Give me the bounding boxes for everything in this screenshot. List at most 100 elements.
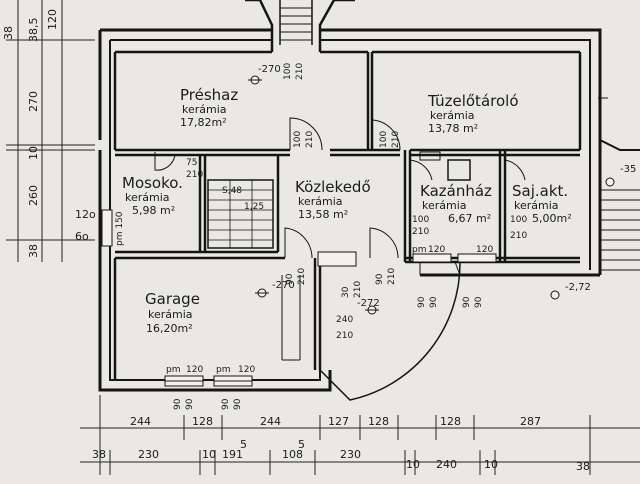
dim-top-3: 127: [328, 415, 349, 428]
mark-win-90b: 90: [185, 398, 195, 410]
mark-tuz-100: 100: [379, 131, 389, 148]
mark-right-90d: 90: [474, 296, 484, 308]
garage-opening: [281, 275, 301, 361]
dim-bottom-10: 10: [484, 458, 498, 471]
dim-top-6: 287: [520, 415, 541, 428]
stair-area: 1,25: [244, 202, 264, 212]
dim-left-10: 10: [27, 146, 40, 160]
level-markers: [248, 75, 615, 315]
dim-row-bottom: 38 230 10 191 5 108 5 230 10 240 10 38: [92, 438, 590, 473]
mark-tuz-210: 210: [391, 131, 401, 148]
dim-left-38b: 38: [27, 244, 40, 258]
left-dimension-lines: [6, 0, 95, 262]
mark-left-window: pm 150: [115, 211, 125, 246]
room-floor: kerámia: [298, 195, 343, 208]
room-floor: kerámia: [148, 308, 193, 321]
room-garage: Garage kerámia 16,20m²: [145, 290, 200, 335]
room-kazanhaz: Kazánház kerámia 6,67 m²: [420, 182, 492, 225]
mark-corr-30: 30: [341, 286, 351, 298]
room-name: Kazánház: [420, 182, 492, 200]
mark-win-120b: 120: [238, 365, 255, 375]
room-area: 6,67 m²: [448, 212, 491, 225]
mark-right-90b: 90: [429, 296, 439, 308]
mark-right-90c: 90: [462, 296, 472, 308]
mark-win-90c: 90: [221, 398, 231, 410]
mark-corr-210c: 210: [387, 268, 397, 285]
dim-top-1: 128: [192, 415, 213, 428]
mark-gate-210: 210: [336, 331, 353, 341]
mark-saj-210: 210: [510, 231, 527, 241]
dim-bottom-11: 38: [576, 460, 590, 473]
mark-pm-120a: 120: [428, 245, 445, 255]
room-floor: kerámia: [514, 199, 559, 212]
mark-win-120a: 120: [186, 365, 203, 375]
room-name: Közlekedő: [295, 178, 371, 196]
mark-win-90d: 90: [233, 398, 243, 410]
mark-corr-210: 210: [297, 268, 307, 285]
mark-pm: pm: [412, 245, 426, 255]
mark-gate-240: 240: [336, 315, 353, 325]
left-mark-6: 6o: [75, 230, 89, 243]
mark-win-pm2: pm: [216, 365, 230, 375]
mark-corr-90b: 90: [375, 273, 385, 285]
stair-label: S,48: [222, 186, 242, 196]
dim-bottom-6: 5: [298, 438, 305, 451]
room-name: Mosoko.: [122, 174, 183, 192]
dim-bottom-8: 10: [406, 458, 420, 471]
room-area: 5,98 m²: [132, 204, 175, 217]
mark-win-90a: 90: [173, 398, 183, 410]
mark-mos-210: 210: [186, 170, 203, 180]
room-name: Tüzelőtároló: [427, 92, 519, 110]
room-floor: kerámia: [182, 103, 227, 116]
bottom-dimension-lines: [80, 395, 640, 475]
level-right: -2,72: [565, 282, 591, 293]
door-marks: 100 210 100 210 100 210 75 210 100 210 1…: [115, 63, 527, 410]
dim-bottom-4: 5: [240, 438, 247, 451]
level-mid: -270: [272, 280, 295, 291]
windows: [101, 209, 497, 387]
room-area: 5,00m²: [532, 212, 572, 225]
dim-left-38-5: 38,5: [27, 18, 40, 43]
dim-bottom-1: 230: [138, 448, 159, 461]
dim-top-0: 244: [130, 415, 151, 428]
chimney: [447, 159, 471, 181]
dim-bottom-7: 230: [340, 448, 361, 461]
dim-bottom-5: 108: [282, 448, 303, 461]
mark-corr-90: 90: [285, 273, 295, 285]
dim-left-260: 260: [27, 185, 40, 206]
mark-top-210: 210: [295, 63, 305, 80]
room-floor: kerámia: [422, 199, 467, 212]
dim-bottom-3: 191: [222, 448, 243, 461]
dim-bottom-9: 240: [436, 458, 457, 471]
dim-top-4: 128: [368, 415, 389, 428]
mark-kaz-100: 100: [412, 215, 429, 225]
mark-preshaz-100: 100: [293, 131, 303, 148]
mark-preshaz-210: 210: [305, 131, 315, 148]
room-area: 16,20m²: [146, 322, 193, 335]
dim-left-120: 120: [46, 9, 59, 30]
room-area: 17,82m²: [180, 116, 227, 129]
mark-corr-210b: 210: [353, 281, 363, 298]
mark-win-pm1: pm: [166, 365, 180, 375]
dim-top-2: 244: [260, 415, 281, 428]
level-edge: -35: [620, 164, 636, 175]
room-kozlekedo: Közlekedő kerámia 13,58 m²: [295, 178, 371, 221]
mark-saj-100: 100: [510, 215, 527, 225]
mark-right-90a: 90: [417, 296, 427, 308]
mark-kaz-210: 210: [412, 227, 429, 237]
room-floor: kerámia: [125, 191, 170, 204]
level-top: -270: [258, 64, 281, 75]
mark-mos-75: 75: [186, 158, 197, 168]
dim-top-5: 128: [440, 415, 461, 428]
room-mosokonyha: Mosoko. kerámia 5,98 m²: [122, 174, 183, 217]
door-swings: [154, 117, 526, 401]
dim-bottom-2: 10: [202, 448, 216, 461]
room-name: Garage: [145, 290, 200, 308]
left-mark-12: 12o: [75, 208, 96, 221]
dim-left-38: 38: [2, 26, 15, 40]
dim-row-top: 244 128 244 127 128 128 287: [130, 415, 541, 428]
mark-pm-120b: 120: [476, 245, 493, 255]
